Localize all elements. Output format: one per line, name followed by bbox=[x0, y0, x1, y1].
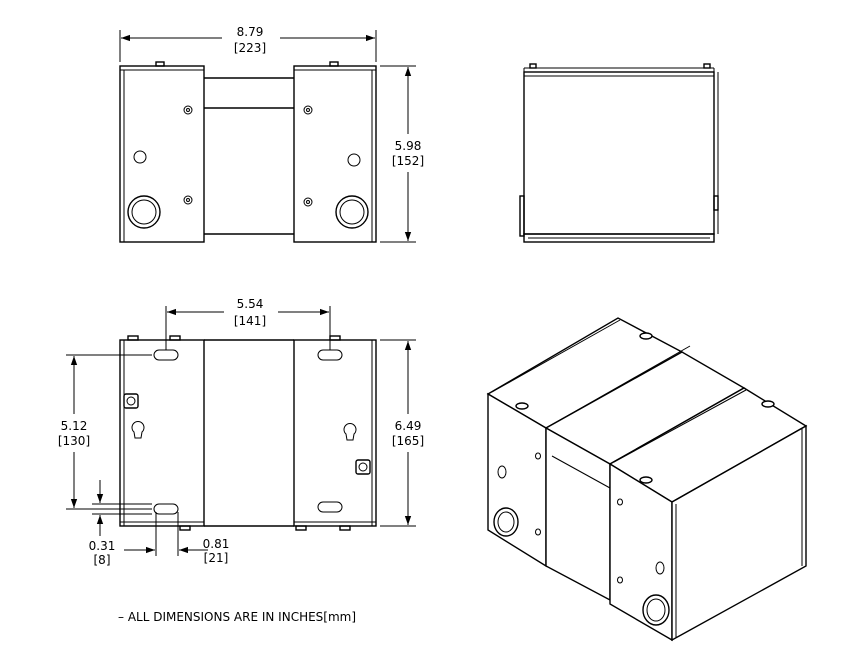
front-width-inches: 8.79 bbox=[237, 25, 264, 39]
back-height-mm: [165] bbox=[392, 434, 424, 448]
front-view bbox=[119, 61, 377, 243]
front-height-mm: [152] bbox=[392, 154, 424, 168]
side-view bbox=[519, 63, 719, 243]
isometric-view bbox=[486, 317, 808, 642]
slot-vertical-mm: [130] bbox=[58, 434, 90, 448]
slot-offset-mm: [8] bbox=[94, 553, 111, 567]
slot-offset-inches: 0.31 bbox=[89, 539, 116, 553]
units-note: – ALL DIMENSIONS ARE IN INCHES[mm] bbox=[118, 610, 356, 624]
front-height-inches: 5.98 bbox=[395, 139, 422, 153]
dimension-front-width: 8.79 [223] bbox=[119, 25, 377, 62]
dimension-slot-offset: 0.31 [8] 0.81 [21] bbox=[89, 512, 230, 567]
dimension-slot-vertical: 5.12 [130] bbox=[58, 354, 152, 510]
slot-width-inches: 0.81 bbox=[203, 537, 230, 551]
slot-span-mm: [141] bbox=[234, 314, 266, 328]
dimension-back-height: 6.49 [165] bbox=[380, 339, 424, 527]
slot-span-inches: 5.54 bbox=[237, 297, 264, 311]
dimension-front-height: 5.98 [152] bbox=[380, 65, 424, 243]
back-height-inches: 6.49 bbox=[395, 419, 422, 433]
slot-width-mm: [21] bbox=[204, 551, 229, 565]
dimension-slot-span: 5.54 [141] bbox=[165, 297, 331, 350]
slot-vertical-inches: 5.12 bbox=[61, 419, 88, 433]
dimension-slot-height-marker bbox=[92, 480, 152, 536]
front-width-mm: [223] bbox=[234, 41, 266, 55]
back-view bbox=[119, 335, 377, 531]
